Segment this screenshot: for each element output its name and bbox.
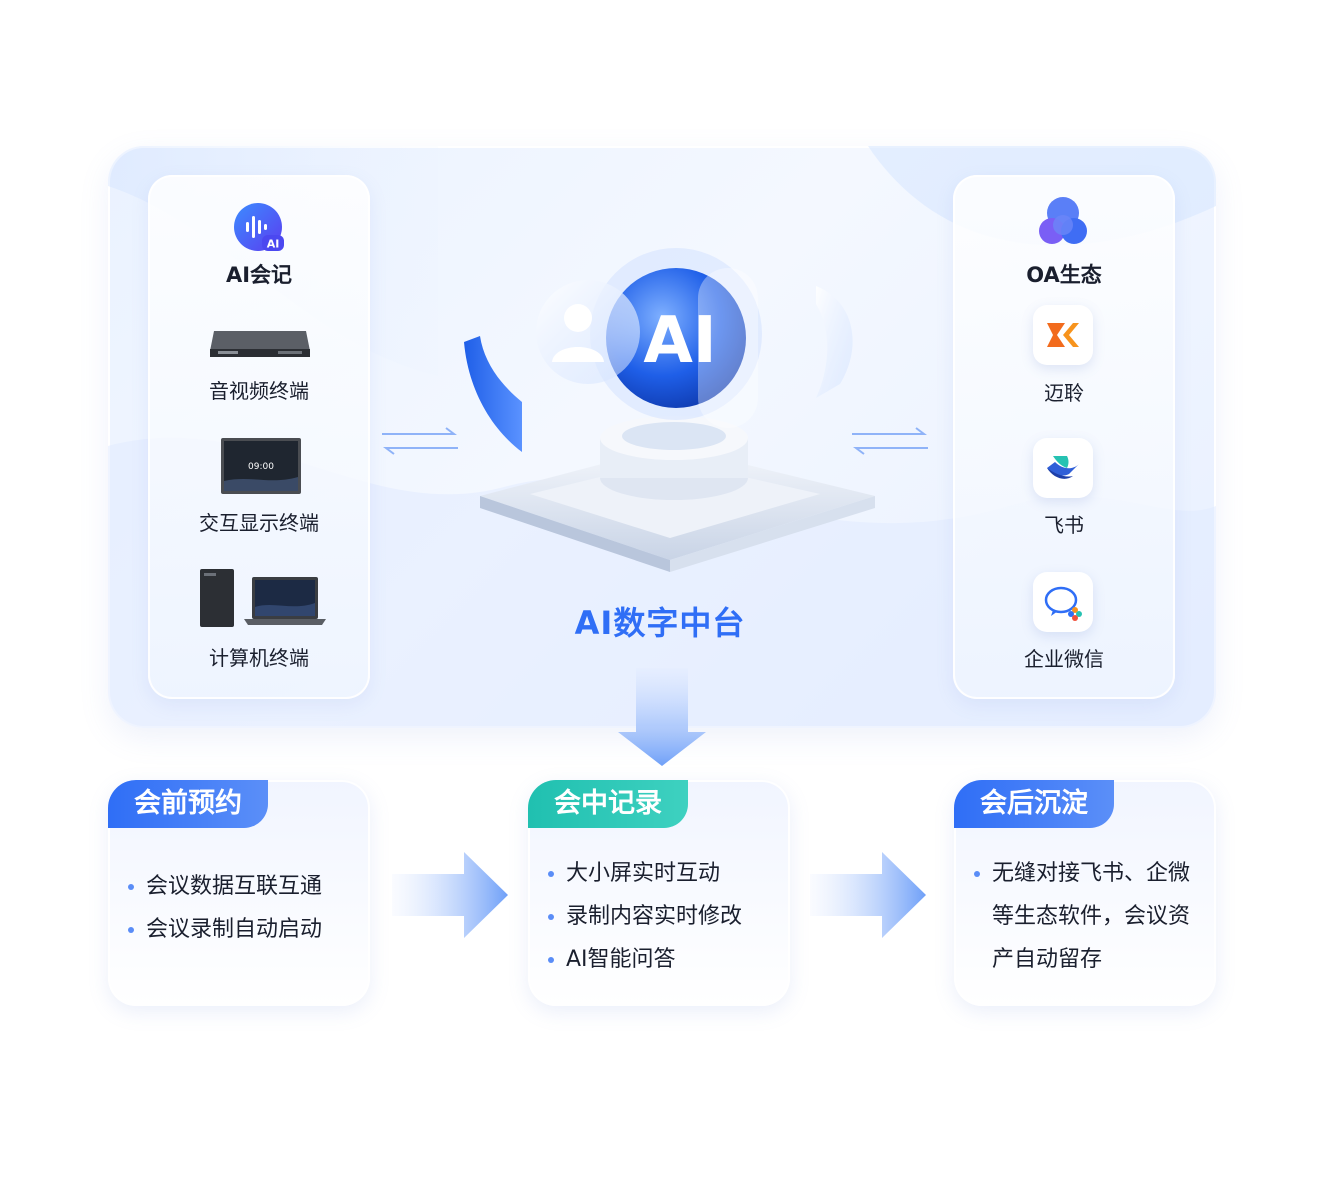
list-item: 会议录制自动启动	[128, 908, 360, 951]
flow-arrow-2	[810, 852, 926, 938]
stage-card-post-meeting: 会后沉淀 无缝对接飞书、企微 等生态软件，会议资 产自动留存	[954, 780, 1216, 1006]
stage-card-in-meeting: 会中记录 大小屏实时互动 录制内容实时修改 AI智能问答	[528, 780, 790, 1006]
list-item: 产自动留存	[992, 947, 1103, 972]
feishu-app-icon	[1033, 438, 1093, 498]
stage-points-post-meeting: 无缝对接飞书、企微 等生态软件，会议资 产自动留存	[974, 852, 1206, 981]
stage-title-in-meeting: 会中记录	[528, 780, 688, 828]
list-item: 大小屏实时互动	[548, 852, 780, 895]
ai-voice-icon: AI	[234, 203, 284, 255]
screen-time-text: 09:00	[248, 462, 274, 472]
stage-card-pre-meeting: 会前预约 会议数据互联互通 会议录制自动启动	[108, 780, 370, 1006]
left-item-av-terminal: 音视频终端	[209, 379, 309, 403]
left-item-computer-terminal: 计算机终端	[209, 646, 309, 670]
ai-hub-illustration: AI	[460, 238, 880, 578]
right-panel-header: OA生态	[1026, 263, 1102, 287]
right-oa-panel: OA生态 迈聆 飞书 企业微信	[953, 175, 1175, 699]
mailing-app-icon	[1033, 305, 1093, 365]
hub-ai-label: AI	[643, 304, 716, 378]
center-hub-title: AI数字中台	[574, 604, 746, 642]
left-panel-header: AI会记	[225, 263, 293, 287]
right-item-mailing: 迈聆	[1044, 381, 1084, 405]
list-item: AI智能问答	[548, 938, 780, 981]
left-device-panel: AI AI会记 音视频终端 09:00 交互显示终端 计算机终端	[148, 175, 370, 699]
av-terminal-icon	[208, 325, 312, 361]
stage-title-pre-meeting: 会前预约	[108, 780, 268, 828]
stage-title-post-meeting: 会后沉淀	[954, 780, 1114, 828]
right-item-feishu: 飞书	[1044, 513, 1084, 537]
list-item: 等生态软件，会议资	[992, 904, 1191, 929]
flow-arrow-1	[392, 852, 508, 938]
list-item: 无缝对接飞书、企微	[974, 852, 1206, 895]
computer-terminal-icon	[198, 567, 328, 629]
right-item-wecom: 企业微信	[1024, 647, 1104, 671]
stage-points-in-meeting: 大小屏实时互动 录制内容实时修改 AI智能问答	[548, 852, 780, 981]
oa-ecosystem-icon	[1037, 195, 1089, 249]
list-item: 录制内容实时修改	[548, 895, 780, 938]
left-exchange-arrows	[380, 426, 460, 456]
stage-points-pre-meeting: 会议数据互联互通 会议录制自动启动	[128, 865, 360, 951]
ai-badge-text: AI	[267, 238, 280, 251]
left-item-interactive-display: 交互显示终端	[199, 511, 319, 535]
list-item: 会议数据互联互通	[128, 865, 360, 908]
wecom-app-icon	[1033, 572, 1093, 632]
interactive-display-icon: 09:00	[220, 437, 302, 495]
right-exchange-arrows	[850, 426, 930, 456]
down-arrow	[618, 668, 706, 766]
